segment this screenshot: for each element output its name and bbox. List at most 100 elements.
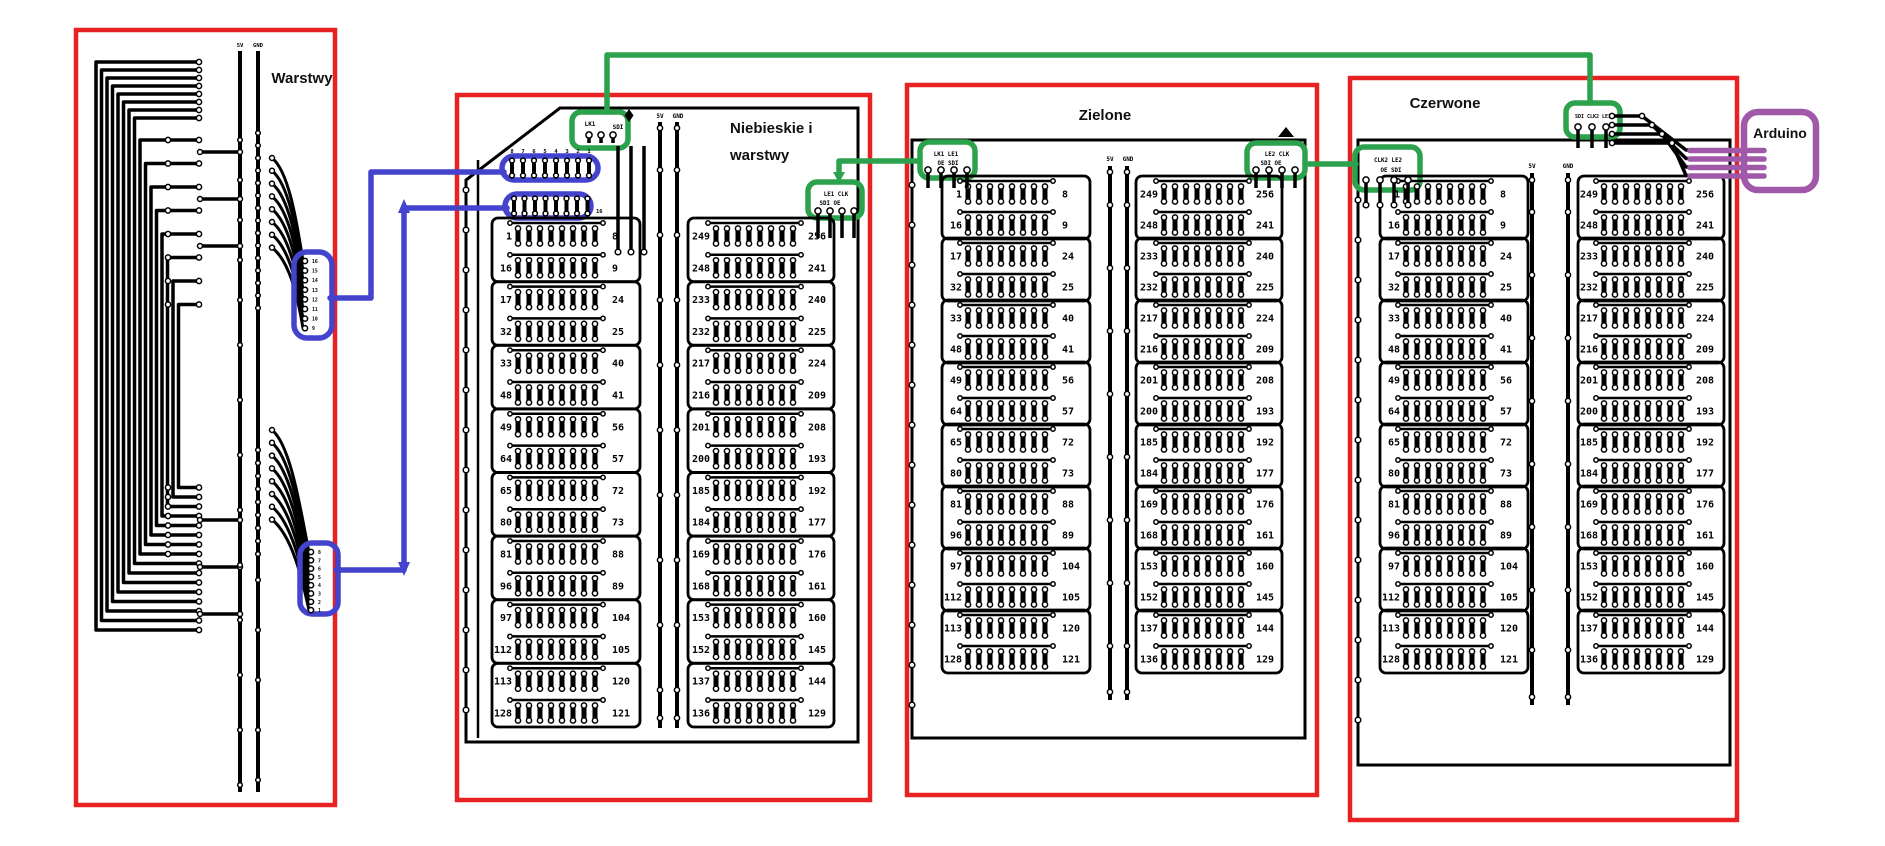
via-pad (1030, 493, 1038, 500)
via-pad (1041, 291, 1049, 298)
via-pad (986, 415, 994, 422)
via-pad (536, 702, 544, 709)
trace-fan (132, 116, 197, 566)
via-pad (1008, 291, 1016, 298)
via-pad (268, 465, 276, 472)
via-pad (1395, 364, 1401, 370)
via-pad (514, 606, 522, 614)
via-pad (656, 361, 664, 369)
via-pad (1193, 539, 1201, 546)
via-pad (514, 511, 522, 519)
via-pad (600, 410, 606, 417)
row-number-left: 185 (692, 486, 710, 497)
via-pad (1446, 524, 1454, 531)
via-pad (1666, 260, 1674, 267)
via-pad (1041, 415, 1049, 422)
row-number-right: 209 (1696, 345, 1714, 356)
via-pad (1246, 643, 1252, 649)
via-pad (1160, 183, 1168, 190)
row-number-left: 113 (1382, 624, 1400, 635)
via-pad (1446, 338, 1454, 345)
via-pad (1564, 397, 1572, 405)
via-pad (1457, 353, 1465, 360)
via-pad (462, 426, 470, 434)
via-pad (164, 301, 172, 308)
via-pad (514, 430, 522, 438)
via-pad (1182, 384, 1190, 391)
via-pad (1193, 446, 1201, 453)
via-pad (1638, 112, 1646, 120)
via-pad (1686, 240, 1692, 246)
via-pad (1424, 307, 1432, 314)
via-pad (536, 589, 544, 597)
via-pad (1171, 601, 1179, 608)
via-pad (767, 225, 775, 232)
orientation-triangle-marker (1278, 127, 1294, 137)
via-pad (1611, 493, 1619, 500)
via-pad (964, 508, 972, 515)
via-pad (975, 214, 983, 221)
via-pad (301, 296, 309, 303)
via-pad (1655, 291, 1663, 298)
via-pad (1030, 632, 1038, 639)
via-pad (514, 462, 522, 470)
trace-fan (165, 255, 197, 509)
connector-hook-trace (271, 208, 305, 300)
via-pad (1204, 400, 1212, 407)
via-pad (723, 462, 731, 470)
via-pad (195, 579, 203, 586)
via-pad (600, 506, 606, 513)
via-pad (462, 186, 470, 194)
via-pad (778, 288, 786, 296)
via-pad (525, 399, 533, 406)
via-pad (723, 702, 731, 709)
via-pad (986, 431, 994, 438)
via-pad (1677, 198, 1685, 205)
via-pad (1446, 415, 1454, 422)
via-pad (734, 653, 742, 661)
power-label-gnd: GND (1123, 156, 1134, 163)
via-pad (756, 399, 764, 406)
via-pad (1457, 462, 1465, 469)
row-number-right: 57 (612, 454, 624, 465)
row-number-left: 112 (1382, 593, 1400, 604)
via-pad (1160, 586, 1168, 593)
via-pad (307, 548, 315, 556)
via-pad (591, 638, 599, 646)
via-pad (723, 303, 731, 311)
via-pad (705, 379, 711, 385)
via-pad (1182, 214, 1190, 221)
via-pad (1160, 198, 1168, 205)
via-pad (1237, 307, 1245, 314)
power-label-5v: 5V (1106, 156, 1114, 163)
via-pad (462, 306, 470, 314)
row-number-right: 41 (1500, 345, 1512, 356)
via-pad (673, 621, 681, 629)
via-pad (1528, 460, 1536, 468)
via-pad (1468, 198, 1476, 205)
via-pad (1666, 291, 1674, 298)
via-pad (1030, 291, 1038, 298)
via-pad (580, 352, 588, 360)
via-pad (1446, 369, 1454, 376)
via-pad (1644, 245, 1652, 252)
via-pad (964, 276, 972, 283)
via-pad (1424, 322, 1432, 329)
row-number-left: 48 (500, 391, 512, 402)
via-pad (1395, 457, 1401, 463)
via-pad (1446, 384, 1454, 391)
via-pad (254, 485, 262, 493)
row-number-left: 96 (500, 581, 512, 592)
via-pad (1246, 364, 1252, 370)
via-pad (756, 558, 764, 565)
row-number-right: 193 (808, 454, 826, 465)
via-pad (957, 581, 963, 587)
via-pad (569, 717, 577, 724)
via-pad (1030, 477, 1038, 484)
via-pad (1666, 276, 1674, 283)
row-number-left: 232 (692, 327, 710, 338)
via-pad (1644, 555, 1652, 562)
via-pad (514, 352, 522, 360)
via-pad (1666, 493, 1674, 500)
via-pad (236, 781, 244, 789)
